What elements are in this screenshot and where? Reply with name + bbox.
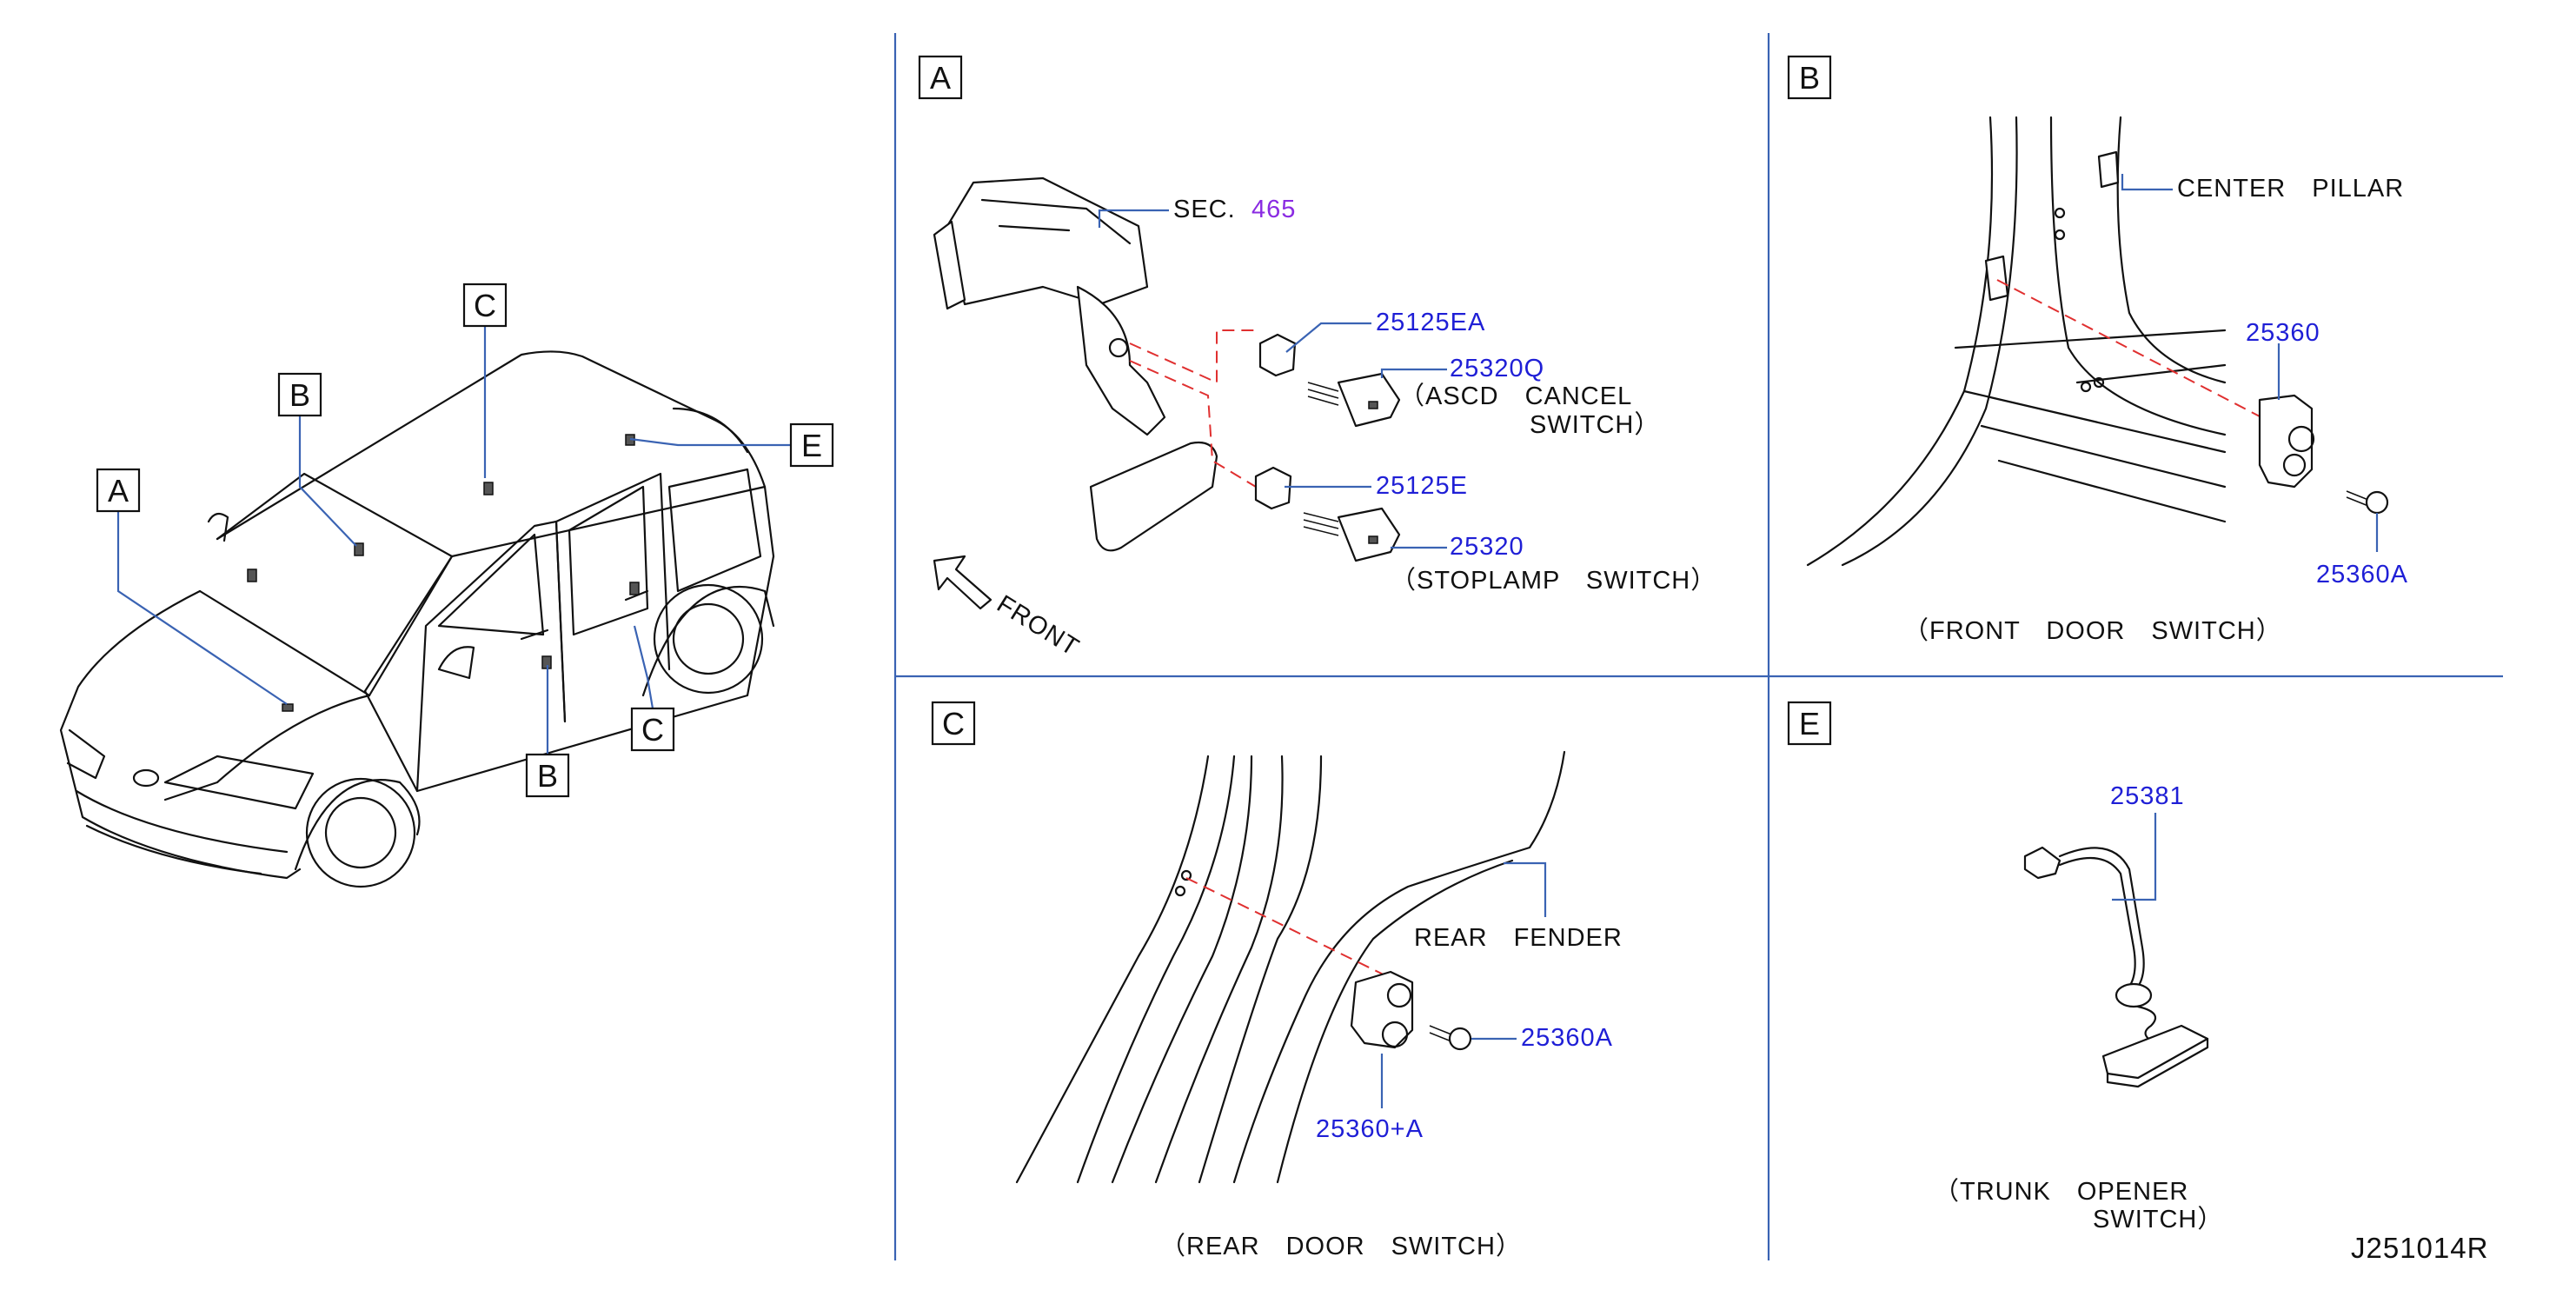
door-switch-25360-plus-a <box>1350 970 1414 1049</box>
callout-e: E <box>789 422 834 468</box>
alignment-dashes-a <box>1129 329 1257 488</box>
rear-door-body <box>1015 750 1566 1184</box>
nut-25125e <box>1254 466 1292 510</box>
label-25360a-b: 25360A <box>2316 561 2408 588</box>
label-sec: SEC. <box>1173 196 1236 223</box>
label-25320: 25320 <box>1450 533 1524 561</box>
svg-text:E: E <box>1799 706 1820 741</box>
svg-text:A: A <box>108 473 129 509</box>
panel-e: E 25381 （TRUNK OPENER SWITCH） <box>1787 701 2223 1233</box>
panel-dividers <box>893 33 2503 1260</box>
svg-text:E: E <box>801 428 822 463</box>
nut-25125ea <box>1258 333 1297 377</box>
panel-b-tag: B <box>1787 55 1832 100</box>
brake-pedal-assembly <box>933 176 1218 552</box>
center-pillar <box>1806 116 2227 567</box>
label-rear-fender: REAR FENDER <box>1414 924 1623 952</box>
door-switch-25360 <box>2258 394 2315 489</box>
callout-a: A <box>96 468 141 513</box>
svg-text:B: B <box>289 377 310 413</box>
alignment-dash-c <box>1185 877 1400 983</box>
svg-text:B: B <box>537 758 558 794</box>
caption-front-door-switch: （FRONT DOOR SWITCH） <box>1903 617 2282 645</box>
screw-25360a <box>2346 490 2389 515</box>
panel-a: A <box>918 55 1716 662</box>
label-25381: 25381 <box>2110 782 2185 810</box>
svg-text:A: A <box>930 60 951 96</box>
svg-text:C: C <box>942 706 965 741</box>
label-25360: 25360 <box>2246 319 2320 347</box>
car-body-outline <box>59 350 775 888</box>
label-25125e: 25125E <box>1376 472 1468 500</box>
label-25360a-c: 25360A <box>1521 1024 1613 1052</box>
switch-25320q <box>1307 372 1401 428</box>
panel-b: B <box>1787 55 2408 645</box>
label-stoplamp-switch: （STOPLAMP SWITCH） <box>1391 567 1716 595</box>
label-center-pillar: CENTER PILLAR <box>2177 175 2404 203</box>
panel-c: C REAR FENDER 25360A <box>931 701 1623 1260</box>
label-switch: SWITCH） <box>1530 411 1660 439</box>
panel-c-leaders <box>1380 861 1547 1108</box>
overview-leaders <box>116 326 791 755</box>
caption-trunk-switch: SWITCH） <box>2093 1206 2223 1233</box>
svg-text:C: C <box>641 712 664 748</box>
alignment-dash-b <box>1996 279 2304 440</box>
label-25125ea: 25125EA <box>1376 309 1485 336</box>
label-ascd-cancel: （ASCD CANCEL <box>1399 382 1632 410</box>
caption-rear-door-switch: （REAR DOOR SWITCH） <box>1160 1233 1522 1260</box>
panel-b-leaders <box>2121 174 2379 552</box>
panel-a-leaders <box>1098 209 1447 549</box>
svg-text:C: C <box>474 288 496 323</box>
callout-b-bottom: B <box>525 753 570 798</box>
svg-text:B: B <box>1799 60 1820 96</box>
screw-25360a-c <box>1429 1025 1472 1051</box>
panel-e-tag: E <box>1787 701 1832 746</box>
callout-c-top: C <box>462 283 508 328</box>
label-25360-plus-a: 25360+A <box>1316 1115 1424 1143</box>
diagram-id: J251014R <box>2351 1232 2488 1264</box>
panel-a-tag: A <box>918 55 963 100</box>
label-sec-465: 465 <box>1251 196 1296 223</box>
panel-c-tag: C <box>931 701 976 746</box>
label-25320q: 25320Q <box>1450 355 1544 382</box>
callout-c-bottom: C <box>630 707 675 752</box>
caption-trunk-opener: （TRUNK OPENER <box>1934 1178 2188 1206</box>
front-direction-arrow: FRONT <box>933 555 1084 662</box>
vehicle-overview: A B C E B C <box>59 283 834 888</box>
label-front: FRONT <box>992 590 1084 662</box>
trunk-opener-switch-25381 <box>2023 846 2209 1088</box>
switch-25320 <box>1303 507 1401 562</box>
panel-e-leader <box>2112 813 2157 901</box>
callout-b-top: B <box>277 372 322 417</box>
